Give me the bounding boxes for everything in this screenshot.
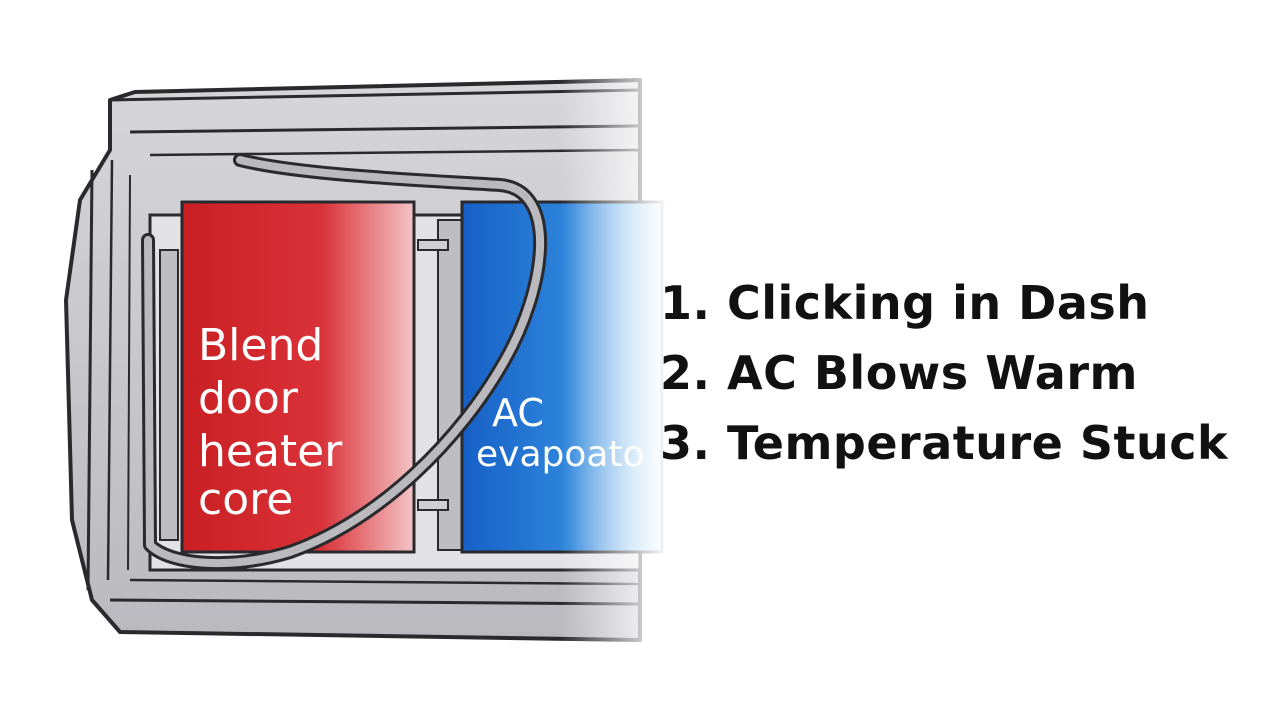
heater-label-line-2: door: [198, 373, 299, 424]
fade-overlay-solid: [670, 60, 680, 660]
heater-label-line-3: heater: [198, 426, 343, 477]
evaporator-label-line-1: AC: [492, 391, 544, 435]
symptom-item-2: 2. AC Blows Warm: [660, 346, 1138, 400]
symptom-item-3: 3. Temperature Stuck: [660, 416, 1229, 470]
fade-overlay: [560, 60, 670, 660]
heater-label-line-4: core: [198, 474, 293, 525]
heater-label-line-1: Blend: [198, 320, 323, 371]
heater-core-panel: Blend door heater core: [180, 200, 416, 554]
symptom-item-1: 1. Clicking in Dash: [660, 276, 1150, 330]
symptom-list: 1. Clicking in Dash 2. AC Blows Warm 3. …: [660, 268, 1228, 478]
blend-door-tube-inner: [144, 156, 544, 568]
